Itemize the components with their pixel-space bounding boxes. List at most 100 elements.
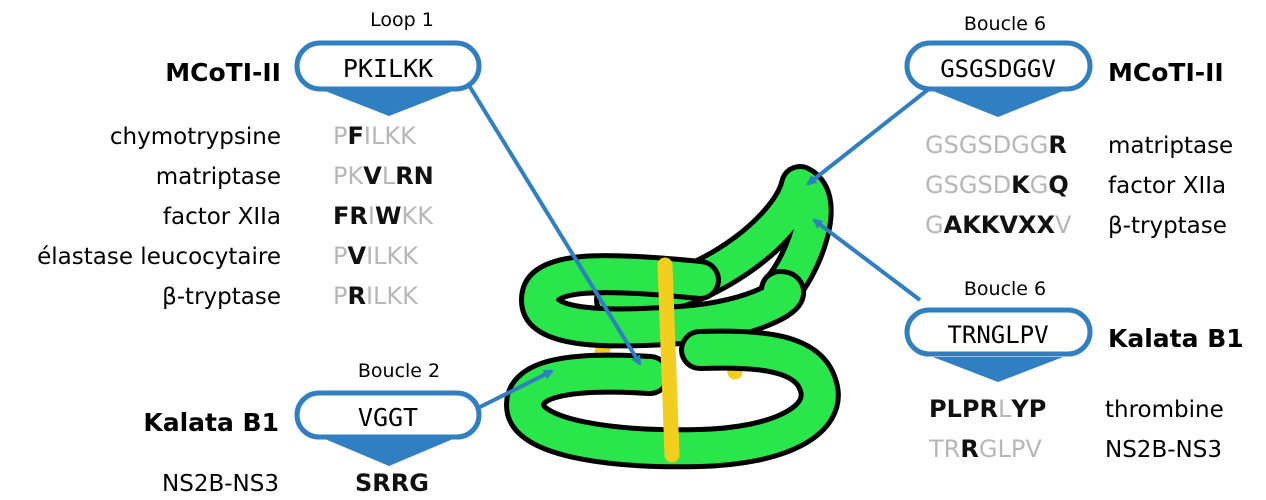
residue: R <box>391 469 409 497</box>
residue: G <box>925 131 944 159</box>
residue: P <box>333 282 347 310</box>
residue: R <box>1048 131 1066 159</box>
residue: F <box>347 122 363 150</box>
variant-sequence: GAKKVXXV <box>925 211 1072 239</box>
residue: G <box>959 171 978 199</box>
residue: I <box>366 242 373 270</box>
residue: L <box>998 395 1012 423</box>
residue: N <box>414 162 434 190</box>
residue: R <box>349 202 367 230</box>
residue: V <box>347 242 366 270</box>
wild-type-pill <box>294 390 482 440</box>
residue: I <box>366 282 373 310</box>
protein-name: Kalata B1 <box>143 408 279 437</box>
wild-type-pill <box>904 40 1093 92</box>
mutation-arrow-icon <box>325 91 453 116</box>
residue: S <box>977 131 992 159</box>
wild-type-sequence: GSGSDGGV <box>940 55 1056 83</box>
residue: P <box>962 395 980 423</box>
residue: P <box>333 122 347 150</box>
disulfide-bond-2 <box>657 257 680 463</box>
residue: V <box>999 211 1018 239</box>
loop-label: Boucle 6 <box>964 13 1046 35</box>
variant-target: β-tryptase <box>1108 213 1227 239</box>
residue: K <box>962 211 982 239</box>
residue: G <box>1030 171 1049 199</box>
variant-target: β-tryptase <box>162 284 281 310</box>
variant-sequence: PKVLRN <box>333 162 434 190</box>
residue: V <box>363 162 382 190</box>
residue: V <box>1025 435 1042 463</box>
wild-type-pill <box>294 40 482 92</box>
residue: P <box>333 162 347 190</box>
variant-sequence: TRRGLPV <box>928 435 1042 463</box>
residue: L <box>371 122 385 150</box>
residue: W <box>375 202 401 230</box>
residue: K <box>401 202 418 230</box>
arrow-kalata-boucle6-to-knot <box>812 218 922 302</box>
residue: L <box>373 282 387 310</box>
panel-kalata-boucle6: Boucle 6 TRNGLPV Kalata B1 thrombinePLPR… <box>904 278 1244 463</box>
residue: X <box>1018 211 1037 239</box>
residue: P <box>929 395 947 423</box>
variant-target: NS2B-NS3 <box>162 471 279 497</box>
residue: A <box>944 211 963 239</box>
residue: S <box>355 469 372 497</box>
residue: S <box>977 171 992 199</box>
residue: G <box>409 469 429 497</box>
residue: G <box>1011 131 1030 159</box>
residue: S <box>944 131 959 159</box>
residue: V <box>1055 211 1072 239</box>
residue: R <box>944 435 961 463</box>
residue: S <box>944 171 959 199</box>
residue: R <box>960 435 978 463</box>
residue: D <box>993 131 1011 159</box>
residue: L <box>947 395 962 423</box>
variant-target: NS2B-NS3 <box>1105 437 1222 463</box>
variant-target: factor XIIa <box>163 204 281 230</box>
variant-target: factor XIIa <box>1108 173 1226 199</box>
wild-type-sequence: TRNGLPV <box>947 321 1048 349</box>
residue: K <box>417 202 434 230</box>
protein-name: MCoTI-II <box>165 58 281 87</box>
residue: K <box>386 282 403 310</box>
variant-target: thrombine <box>1105 397 1224 423</box>
residue: I <box>364 122 371 150</box>
wild-type-pill <box>904 307 1093 357</box>
connection-arrows <box>468 85 932 410</box>
arrow-loop1-to-knot <box>468 85 642 366</box>
residue: G <box>959 131 978 159</box>
residue: G <box>979 435 998 463</box>
residue: P <box>1029 395 1047 423</box>
residue: G <box>925 211 944 239</box>
arrow-mcoti-boucle6-to-knot <box>806 86 932 186</box>
variant-sequence: PRILKK <box>333 282 419 310</box>
knot-ribbon <box>503 164 841 470</box>
residue: R <box>979 395 997 423</box>
residue: R <box>395 162 413 190</box>
residue: K <box>384 122 401 150</box>
residue: K <box>1011 171 1031 199</box>
residue: L <box>373 242 387 270</box>
variant-sequence: SRRG <box>355 469 429 497</box>
residue: K <box>387 242 404 270</box>
residue: P <box>1011 435 1025 463</box>
residue: Q <box>1048 171 1068 199</box>
variant-sequence: PVILKK <box>333 242 419 270</box>
variant-target: matriptase <box>156 164 281 190</box>
variant-target: chymotrypsine <box>110 124 281 150</box>
protein-name: Kalata B1 <box>1108 324 1244 353</box>
residue: I <box>368 202 375 230</box>
residue: L <box>997 435 1011 463</box>
residue: K <box>981 211 1001 239</box>
panel-mcoti-boucle6: Boucle 6 GSGSDGGV MCoTI-II matriptaseGSG… <box>904 13 1233 239</box>
variant-target: matriptase <box>1108 133 1233 159</box>
residue: R <box>347 282 365 310</box>
residue: K <box>400 122 417 150</box>
residue: R <box>372 469 390 497</box>
variant-sequence: PFILKK <box>333 122 417 150</box>
residue: Y <box>1010 395 1029 423</box>
mutation-arrow-icon <box>933 91 1063 117</box>
